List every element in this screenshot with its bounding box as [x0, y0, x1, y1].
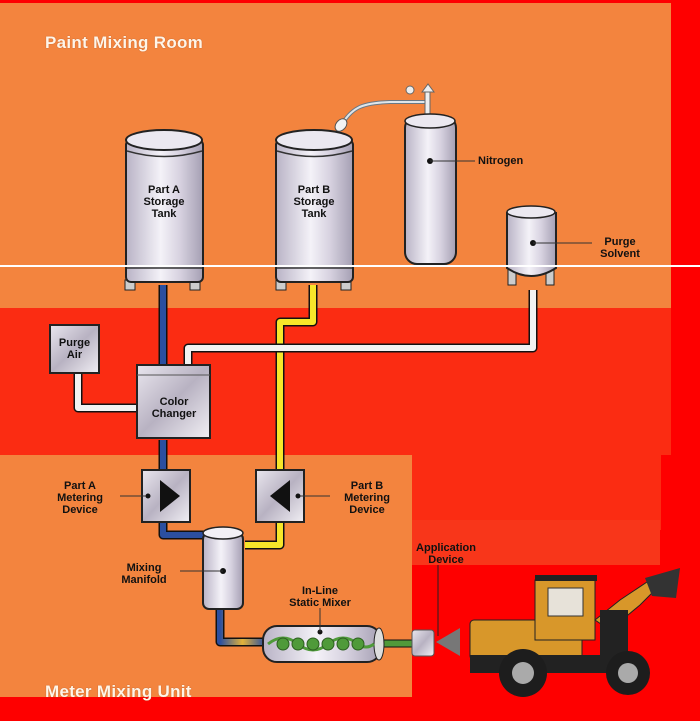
part-b-tank-label: Part B Storage Tank: [293, 184, 335, 220]
wheel-loader-vehicle: [469, 568, 680, 697]
divider-line: [0, 265, 700, 267]
part-a-tank-label: Part A Storage Tank: [143, 184, 185, 220]
purge-air-label: Purge Air: [58, 337, 91, 361]
in-line-static-mixer: [262, 608, 385, 663]
part-a-storage-tank: [124, 129, 204, 291]
part-a-line: [158, 285, 205, 540]
part-b-metering-label: Part B Metering Device: [344, 480, 390, 516]
mixing-manifold: [180, 526, 244, 610]
transfer-zone-right: [383, 350, 661, 530]
mixed-line: [215, 610, 265, 647]
color-changer-box: [136, 364, 211, 439]
purge-air-box: [49, 324, 100, 374]
application-zone: [412, 520, 660, 565]
part-a-metering-label: Part A Metering Device: [57, 480, 103, 516]
application-device-nozzle: [411, 565, 460, 657]
part-b-storage-tank: [275, 129, 354, 291]
output-line: [381, 639, 416, 648]
color-changer-label: Color Changer: [151, 396, 197, 420]
purge-solvent-tank: [506, 205, 592, 286]
paint-mixing-room-title: Paint Mixing Room: [45, 33, 204, 52]
application-device-label: Application Device: [416, 542, 476, 566]
purge-air-line: [73, 372, 138, 413]
part-b-metering-device: [255, 469, 330, 523]
part-a-metering-device: [120, 469, 191, 523]
nitrogen-cylinder: [404, 113, 475, 265]
solvent-line: [183, 290, 538, 368]
purge-solvent-label: Purge Solvent: [600, 236, 640, 260]
static-mixer-label: In-Line Static Mixer: [289, 585, 351, 609]
nitrogen-line: [334, 83, 435, 132]
part-b-line: [245, 285, 318, 550]
nitrogen-label: Nitrogen: [478, 155, 524, 167]
meter-mixing-unit-title: Meter Mixing Unit: [45, 682, 192, 701]
mixing-manifold-label: Mixing Manifold: [121, 562, 167, 586]
